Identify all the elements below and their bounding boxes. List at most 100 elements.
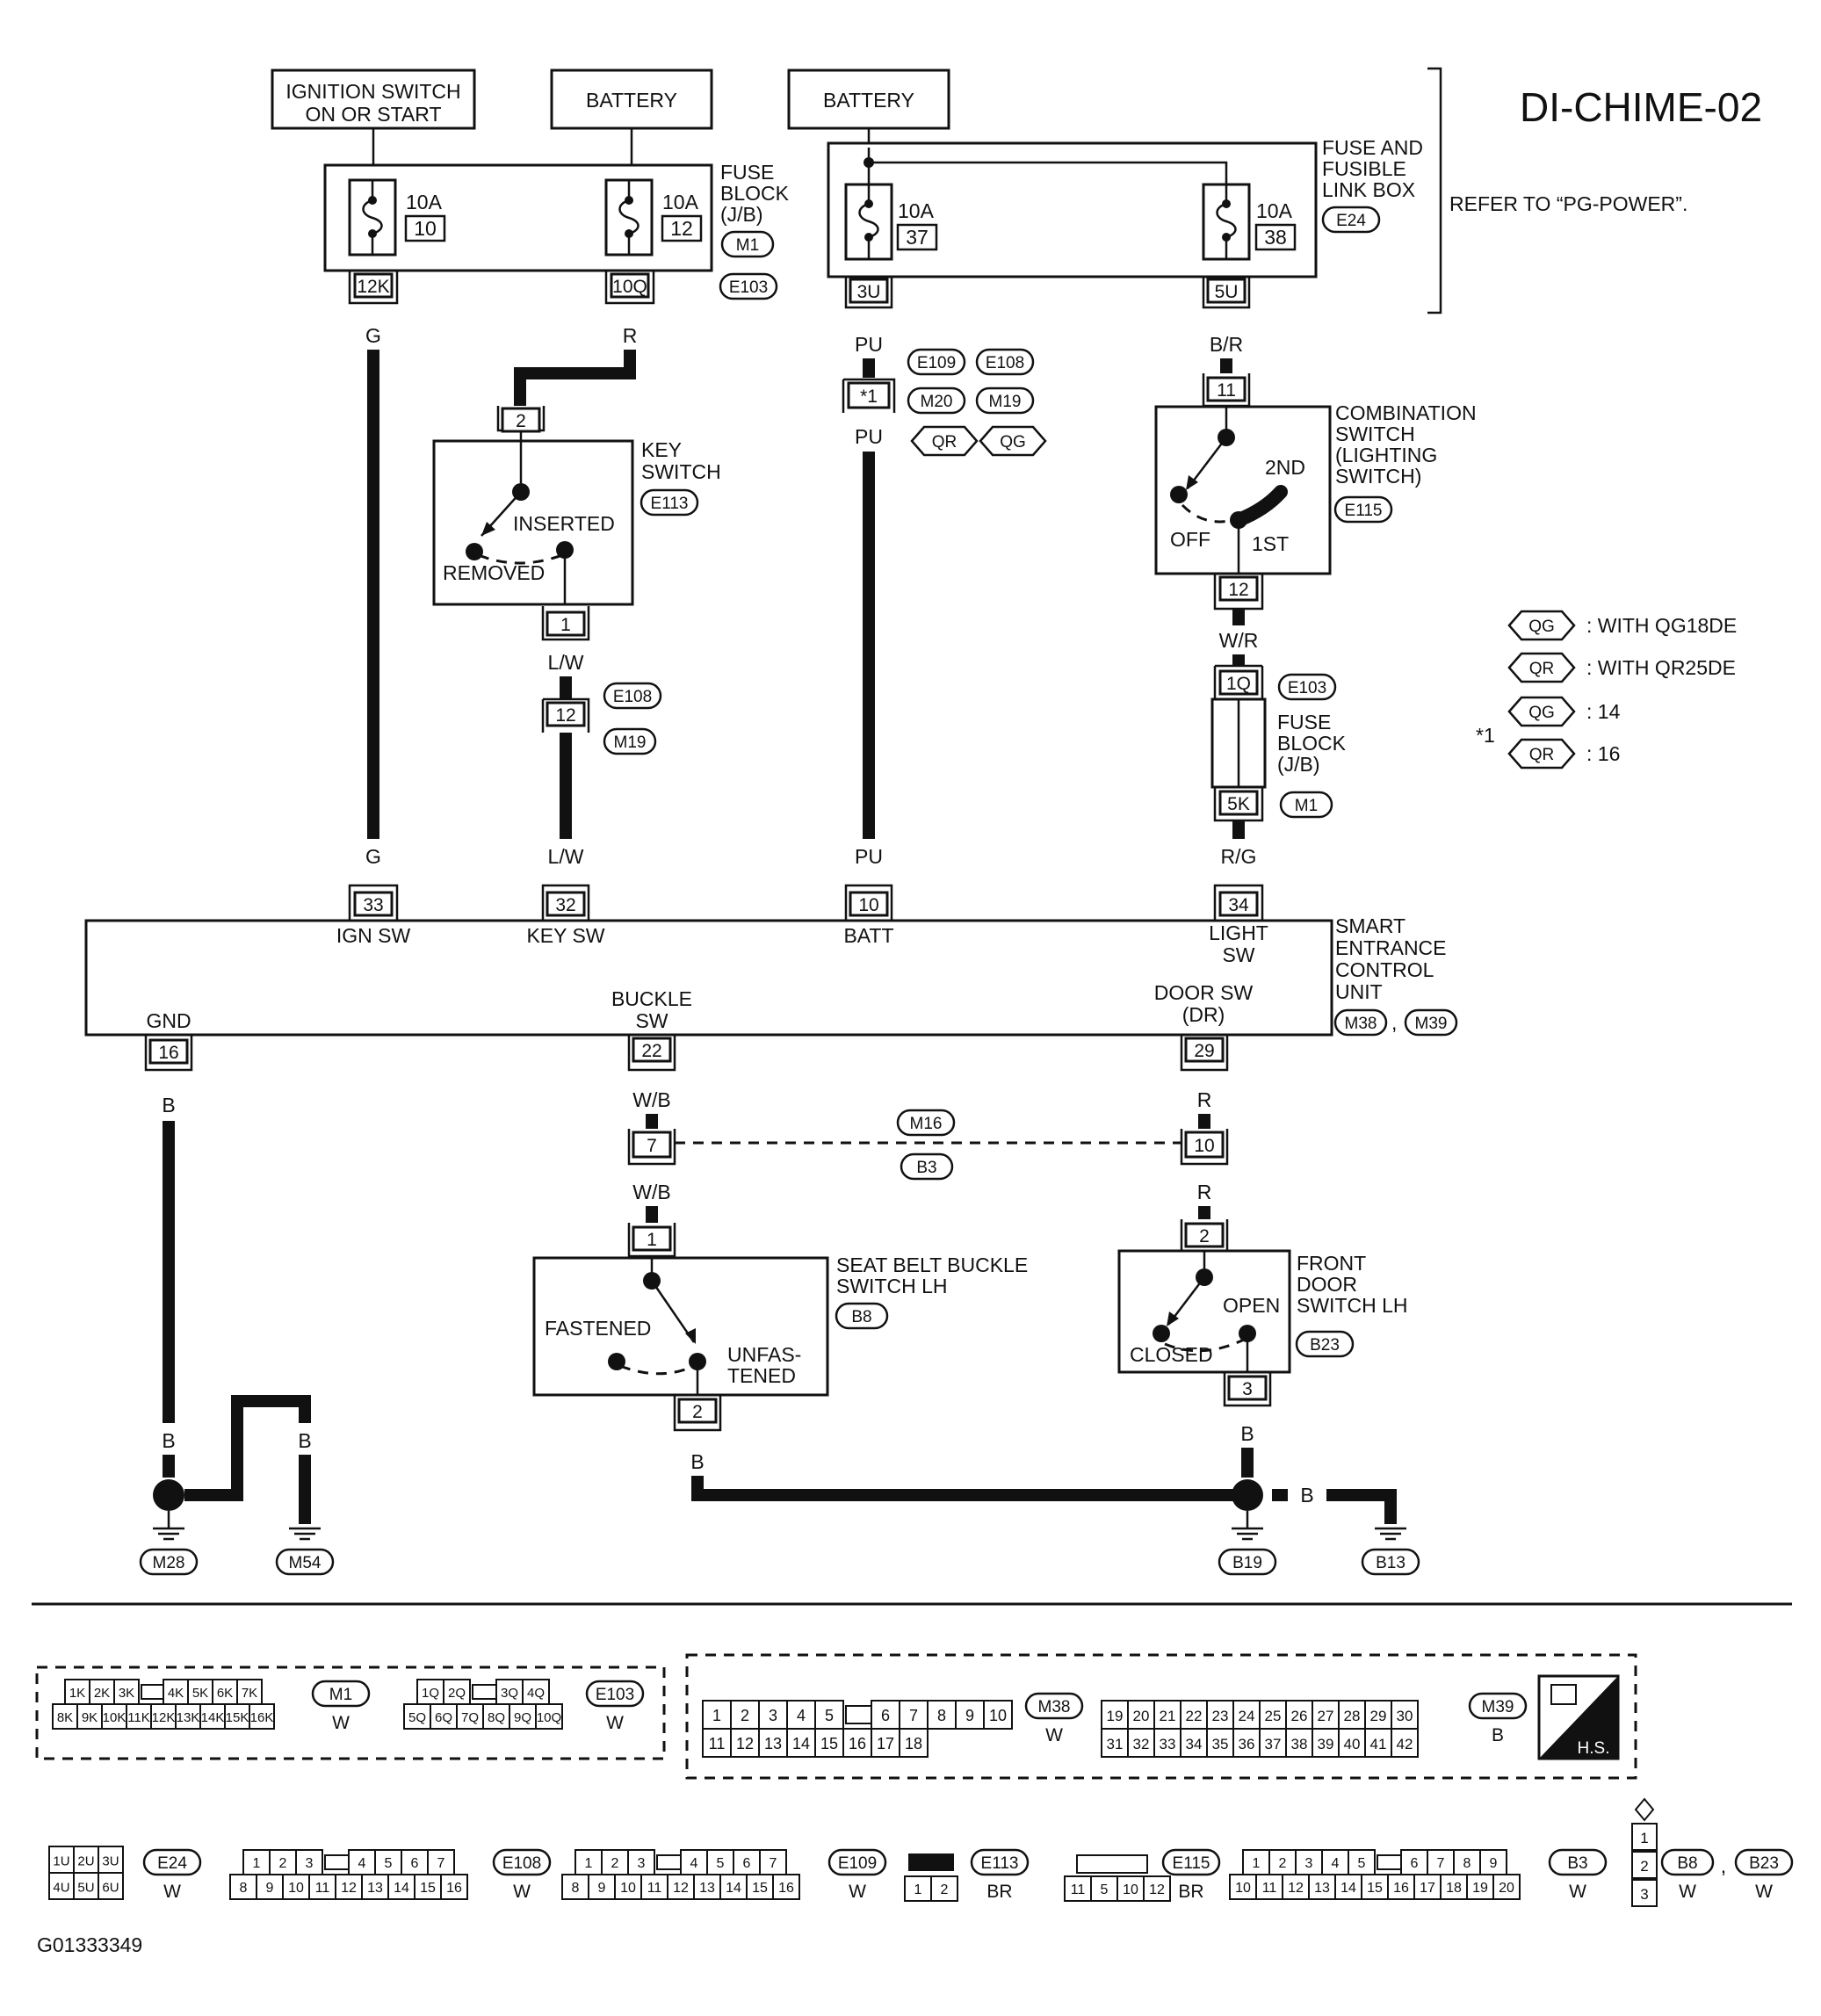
connector-label: 11: [315, 1881, 330, 1896]
connector-label: 9: [266, 1881, 274, 1896]
svg-text:SWITCH: SWITCH: [641, 460, 721, 483]
connector-cavity: [927, 1700, 957, 1730]
connector-label: W: [163, 1882, 181, 1902]
connector-cavity: [374, 1849, 402, 1875]
pin-10q: 10Q: [604, 271, 655, 305]
connector-label: 4: [690, 1856, 698, 1871]
connector-label: W: [1755, 1882, 1773, 1902]
connector-tag: [1468, 1692, 1528, 1720]
svg-text:PU: PU: [855, 845, 883, 868]
svg-text:B19: B19: [1232, 1554, 1262, 1572]
connector-label: 9K: [82, 1710, 98, 1725]
connector-cavity: [73, 1872, 99, 1900]
legend: QG : WITH QG18DE QR : WITH QR25DE *1 QG …: [1476, 610, 1737, 770]
connector-label: 23: [1212, 1708, 1229, 1724]
connector-label: 14K: [201, 1710, 225, 1725]
connector-label: 16: [778, 1881, 794, 1896]
connector-cavity: [561, 1874, 589, 1900]
svg-text:INSERTED: INSERTED: [513, 512, 615, 535]
connector-label: E108: [502, 1854, 541, 1873]
secu-pin-batt: 10 BATT: [843, 884, 894, 947]
svg-text:B: B: [1300, 1484, 1313, 1507]
connector-label: 1: [585, 1856, 593, 1871]
connector-label: 4: [358, 1856, 366, 1871]
connector-tag: [311, 1680, 371, 1708]
connector-label: 20: [1133, 1708, 1150, 1724]
svg-text:DOOR SW: DOOR SW: [1154, 981, 1254, 1004]
svg-text:: 14: : 14: [1586, 700, 1621, 723]
svg-text:G: G: [365, 324, 381, 347]
svg-text:M20: M20: [921, 393, 953, 411]
connector-label: 11: [709, 1735, 726, 1752]
connector-cavity: [1631, 1823, 1658, 1851]
connector-label: W: [1679, 1882, 1696, 1902]
connector-label: E24: [157, 1854, 187, 1873]
connector-label: 18: [1446, 1881, 1462, 1896]
svg-text:BLOCK: BLOCK: [720, 182, 790, 205]
connector-cavity: [627, 1849, 655, 1875]
connector-label: 27: [1318, 1708, 1334, 1724]
connector-cavity: [733, 1849, 761, 1875]
buckle-ground-wire: B: [690, 1450, 1234, 1501]
connector-label: 19: [1472, 1881, 1488, 1896]
connector-label: 8Q: [488, 1710, 505, 1725]
svg-text:M1: M1: [1295, 797, 1318, 815]
pin-3u: 3U: [844, 277, 893, 309]
connector-label: 21: [1160, 1708, 1176, 1724]
connector-cavity: [588, 1874, 616, 1900]
connector-label: W: [1045, 1725, 1063, 1745]
connector-cavity: [614, 1874, 642, 1900]
connector-label: 9: [598, 1881, 606, 1896]
connector-label: 10: [989, 1707, 1007, 1724]
connector-label: 10: [1235, 1881, 1251, 1896]
connector-cavity: [693, 1874, 721, 1900]
connector-cavity: [904, 1875, 932, 1902]
connector-label: E115: [1173, 1854, 1210, 1873]
connector-label: E113: [981, 1854, 1019, 1873]
connector-label: 5K: [192, 1686, 208, 1701]
svg-text:B23: B23: [1310, 1336, 1340, 1355]
connector-label: 7: [909, 1707, 918, 1724]
svg-text:12K: 12K: [357, 277, 389, 297]
connector-label: 3U: [102, 1854, 119, 1869]
connector-label: 12: [1149, 1882, 1165, 1897]
connector-cavity: [1391, 1728, 1419, 1758]
svg-text:UNIT: UNIT: [1335, 980, 1383, 1003]
connector-label: E109: [838, 1854, 877, 1873]
connector-cavity: [730, 1700, 760, 1730]
connector-cavity: [456, 1703, 484, 1730]
connector-cavity: [229, 1874, 257, 1900]
connector-label: 4U: [53, 1881, 69, 1896]
svg-text:QG: QG: [1528, 618, 1555, 636]
connector-cavity: [443, 1679, 471, 1705]
door-wiring: R 10 R: [1180, 1088, 1229, 1219]
svg-text:BATT: BATT: [843, 924, 893, 947]
svg-text:10A: 10A: [406, 191, 443, 213]
key-switch: 2 INSERTED REMOVED KEY SWITCH E113 1: [432, 406, 721, 641]
connector-label: 13: [367, 1881, 383, 1896]
connector-label: M38: [1038, 1698, 1071, 1716]
fuse-block-jb: 10A 10 10A 12 FUSE BLOCK (J/B) M1 E103: [323, 161, 790, 300]
connector-label: 11: [647, 1881, 662, 1896]
connector-label: 11K: [127, 1710, 150, 1725]
connector-label: 7: [770, 1856, 777, 1871]
connector-label: 12: [341, 1881, 357, 1896]
svg-text:1: 1: [647, 1230, 657, 1250]
svg-text:OFF: OFF: [1170, 528, 1210, 551]
connector-label: 12: [1288, 1881, 1304, 1896]
connector-cavity: [509, 1703, 537, 1730]
svg-text:E108: E108: [986, 354, 1024, 372]
svg-text:: WITH QR25DE: : WITH QR25DE: [1586, 656, 1736, 679]
svg-text:1Q: 1Q: [1226, 674, 1251, 694]
connector-key-block: [908, 1853, 954, 1871]
connector-cavity: [1413, 1874, 1442, 1900]
svg-text:34: 34: [1228, 895, 1249, 915]
svg-text:B: B: [1240, 1422, 1254, 1445]
svg-text:*1: *1: [860, 387, 878, 407]
connector-label: 5U: [77, 1881, 94, 1896]
connector-label: 6: [1411, 1856, 1419, 1871]
connector-label: 18: [905, 1735, 922, 1752]
connector-tag: [1548, 1848, 1608, 1876]
